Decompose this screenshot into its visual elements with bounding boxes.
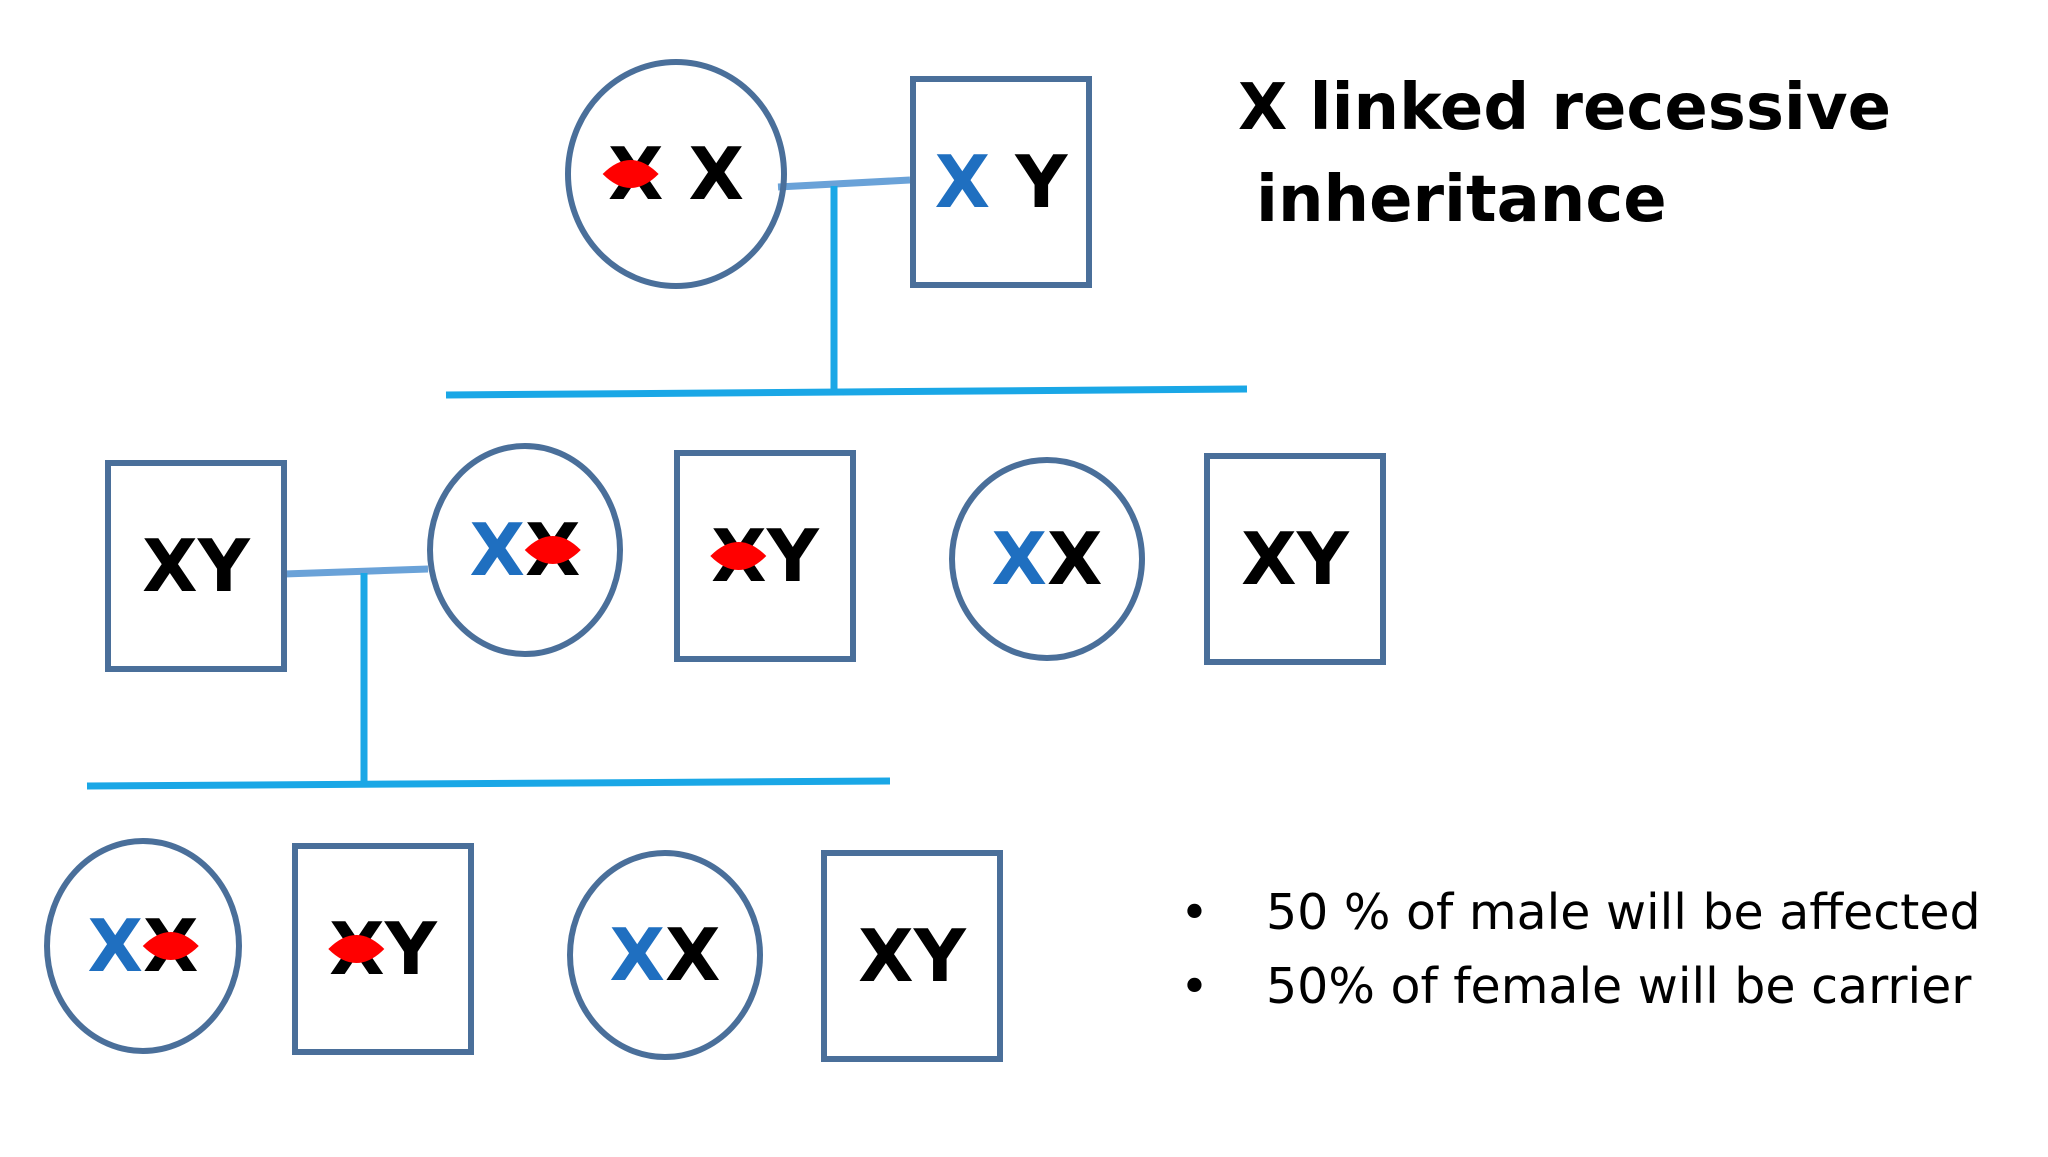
male-square — [821, 850, 1003, 1062]
male-square — [910, 76, 1092, 288]
female-circle — [565, 59, 787, 289]
male-square — [105, 460, 287, 672]
genotype-label: XY — [142, 524, 251, 608]
gen2-couple-line — [283, 565, 429, 578]
affected-gene-marker-icon — [328, 935, 385, 963]
female-circle — [427, 443, 623, 657]
individuals-layer: X XX YXYXXXYXXXYXXXYXXXY — [44, 59, 1386, 1062]
genotype-label: XY — [1241, 517, 1350, 601]
g1-mother: X X — [565, 59, 787, 289]
affected-gene-marker-icon — [524, 536, 581, 564]
g3-son-normal: XY — [821, 850, 1003, 1062]
title-line-1: X linked recessive — [1238, 71, 1891, 145]
bullet-icon: • — [1180, 884, 1209, 941]
gen1-couple-line — [777, 176, 911, 191]
note-item: • 50% of female will be carrier — [1180, 950, 1981, 1024]
g2-son-affected: XY — [674, 450, 856, 662]
female-circle — [567, 850, 763, 1060]
gen2-sibship-line — [445, 385, 1248, 399]
note-text: 50% of female will be carrier — [1266, 958, 1972, 1015]
g1-father: X Y — [910, 76, 1092, 288]
male-square — [292, 843, 474, 1055]
genotype-label: X Y — [935, 140, 1069, 224]
note-item: • 50 % of male will be affected — [1180, 876, 1981, 950]
female-circle — [949, 457, 1145, 661]
g3-daughter-normal: XX — [567, 850, 763, 1060]
g2-daughter-normal: XX — [949, 457, 1145, 661]
g3-son-affected: XY — [292, 843, 474, 1055]
title-line-2: inheritance — [1256, 163, 1667, 237]
affected-gene-marker-icon — [602, 160, 659, 188]
genotype-label: XY — [711, 514, 820, 598]
genotype-label: XX — [991, 517, 1102, 601]
gen3-sibship-line — [86, 777, 891, 790]
genotype-label: XY — [858, 914, 967, 998]
affected-gene-marker-icon — [142, 932, 199, 960]
male-square — [1204, 453, 1386, 665]
female-circle — [44, 838, 242, 1054]
notes-list: • 50 % of male will be affected • 50% of… — [1180, 876, 1981, 1024]
g3-daughter-carrier: XX — [44, 838, 242, 1054]
g2-daughter-carrier: XX — [427, 443, 623, 657]
g2-husband: XY — [105, 460, 287, 672]
bullet-icon: • — [1180, 958, 1209, 1015]
male-square — [674, 450, 856, 662]
g2-son-normal: XY — [1204, 453, 1386, 665]
note-text: 50 % of male will be affected — [1266, 884, 1981, 941]
slide-title: X linked recessive inheritance — [1238, 62, 1891, 246]
affected-gene-marker-icon — [710, 542, 767, 570]
genotype-label: XX — [609, 913, 720, 997]
